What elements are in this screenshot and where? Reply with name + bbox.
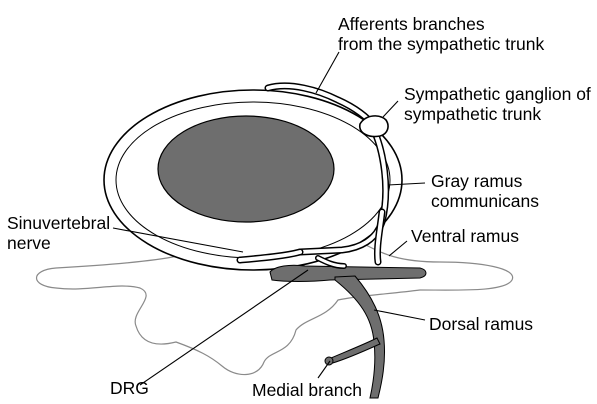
medial-branch-end — [325, 357, 333, 365]
label-medial-branch: Medial branch — [252, 380, 362, 400]
label-drg: DRG — [110, 378, 149, 398]
medial-branch — [329, 338, 380, 364]
label-sympathetic-ganglion: Sympathetic ganglion of sympathetic trun… — [404, 84, 591, 124]
label-afferents-branches: Afferents branches from the sympathetic … — [338, 14, 544, 54]
label-ventral-ramus: Ventral ramus — [411, 226, 519, 246]
label-dorsal-ramus: Dorsal ramus — [429, 314, 533, 334]
label-sinuvertebral-nerve: Sinuvertebral nerve — [7, 213, 110, 253]
nucleus-pulposus — [158, 116, 334, 222]
label-gray-ramus: Gray ramus communicans — [431, 171, 539, 211]
sympathetic-ganglion — [360, 116, 388, 137]
